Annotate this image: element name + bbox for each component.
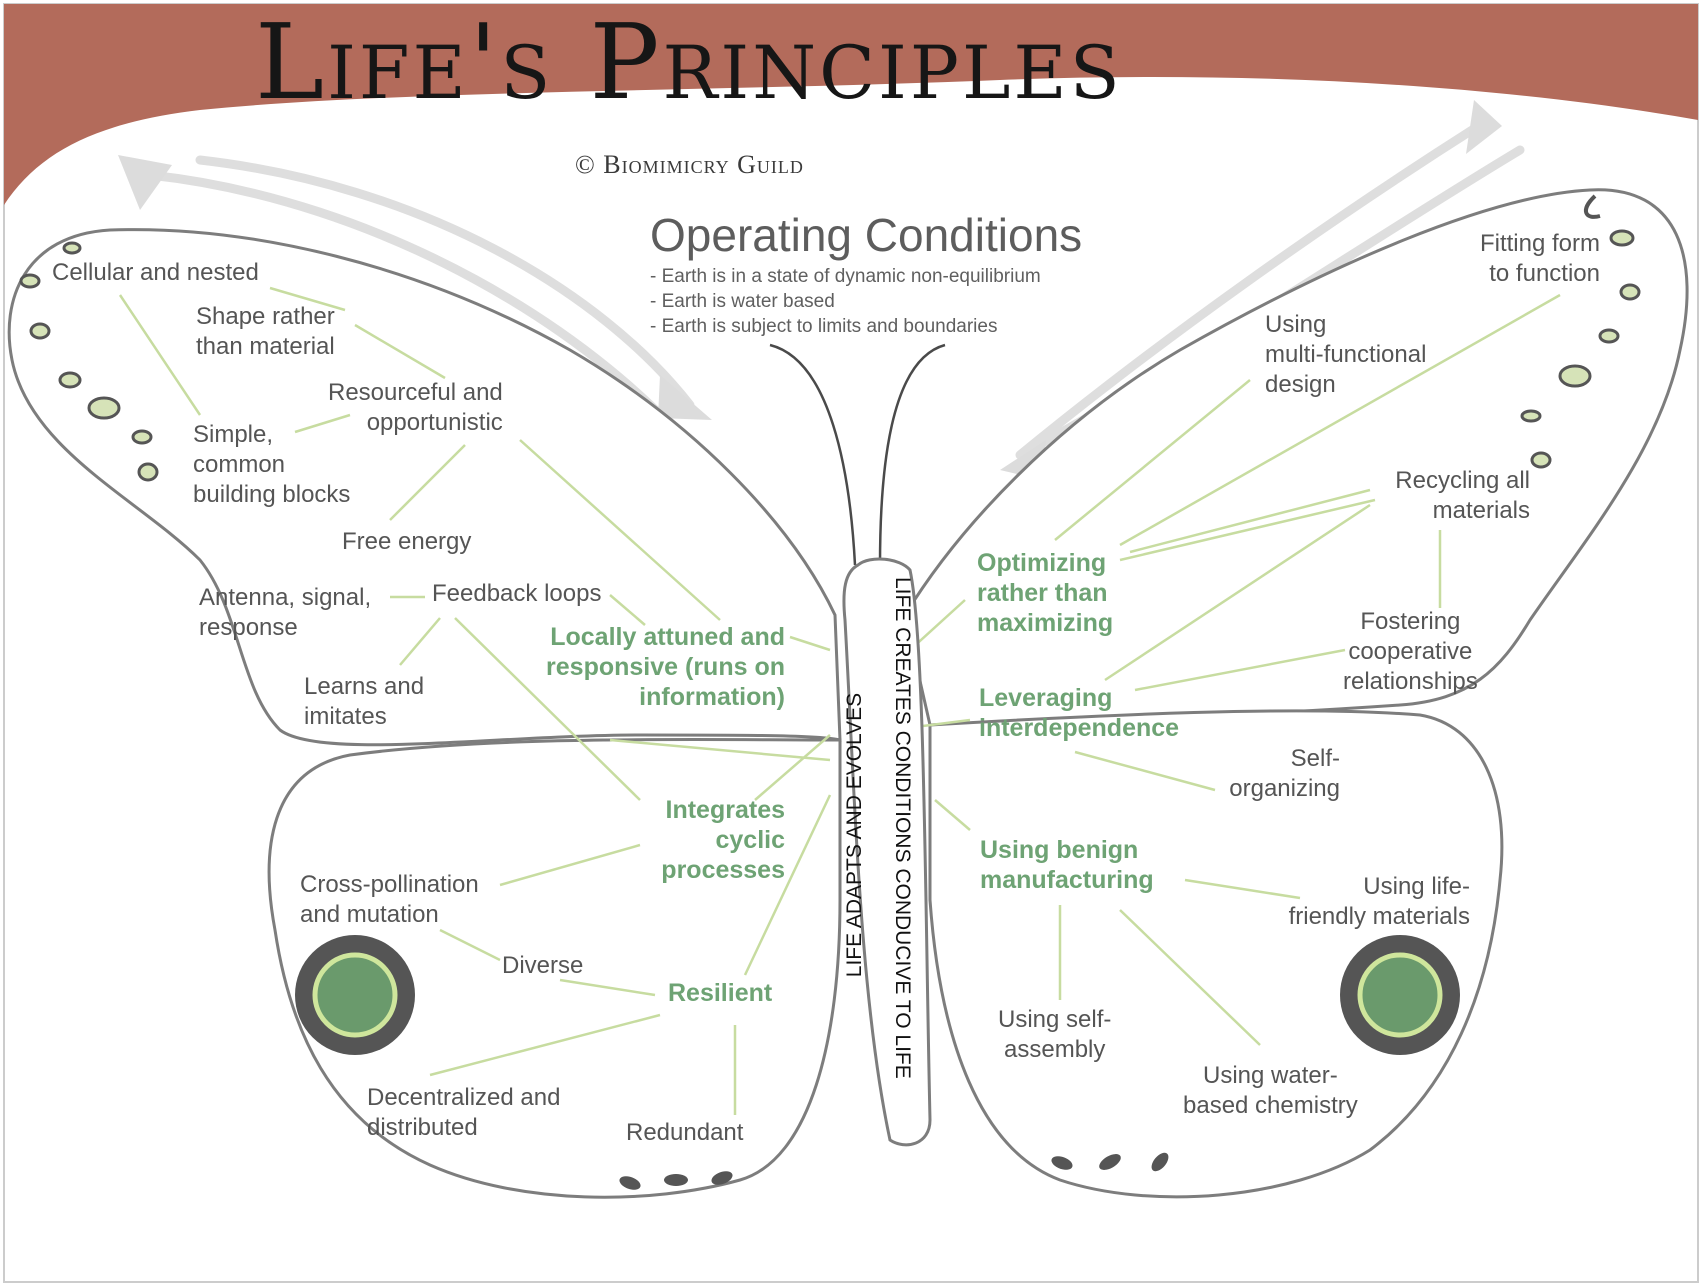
principle-integrates-cyclic-processes: Integrates cyclic processes [661, 796, 785, 884]
label-self-organizing: Self- organizing [1229, 745, 1340, 802]
principle-optimizing: Optimizing rather than maximizing [977, 549, 1114, 637]
butterfly-body [842, 557, 932, 1147]
principle-locally-attuned: Locally attuned and responsive (runs on … [546, 623, 785, 711]
leader-lines [118, 286, 1561, 1115]
arrowhead-upper-left [118, 155, 172, 210]
lower-right-wing [928, 709, 1504, 1199]
operating-conditions-title: Operating Conditions [650, 209, 1083, 261]
operating-condition-item: - Earth is water based [650, 291, 835, 312]
principle-using-benign-manufacturing: Using benign manufacturing [980, 836, 1154, 894]
operating-condition-item: - Earth is subject to limits and boundar… [650, 316, 998, 337]
body-label-right: LIFE CREATES CONDITIONS CONDUCIVE TO LIF… [891, 577, 914, 1079]
antennae [769, 343, 946, 566]
arrow-right-outer [1015, 120, 1485, 460]
antenna-right [878, 343, 946, 566]
right-eyespot [1340, 935, 1460, 1055]
label-using-life-friendly-materials: Using life- friendly materials [1288, 873, 1470, 930]
label-cross-pollination: Cross-pollination and mutation [300, 871, 479, 928]
left-eyespot [295, 935, 415, 1055]
operating-condition-item: - Earth is in a state of dynamic non-equ… [650, 266, 1041, 287]
label-fostering-cooperative-relationships: Fostering cooperative relationships [1343, 608, 1478, 695]
arrowhead-upper-right [1466, 100, 1502, 154]
wing-spots [19, 229, 1641, 482]
upper-right-wing [903, 188, 1689, 727]
label-using-water-based-chemistry: Using water- based chemistry [1183, 1062, 1358, 1119]
label-feedback-loops: Feedback loops [432, 580, 602, 607]
label-fitting-form-to-function: Fitting form to function [1479, 230, 1600, 287]
page-title: Life's Principles [255, 1, 1123, 123]
label-multi-functional-design: Using multi-functional design [1265, 311, 1427, 398]
label-free-energy: Free energy [342, 528, 472, 555]
header-banner [4, 4, 1698, 205]
label-diverse: Diverse [502, 952, 584, 979]
label-antenna-signal-response: Antenna, signal, response [199, 584, 372, 641]
arrow-left-inner [195, 155, 695, 410]
label-cellular-and-nested: Cellular and nested [52, 259, 259, 286]
principle-resilient: Resilient [668, 979, 773, 1007]
label-resourceful-and-opportunistic: Resourceful and opportunistic [328, 379, 503, 436]
antenna-left [769, 343, 857, 566]
hook-spot [1584, 194, 1601, 219]
label-simple-common-building-blocks: Simple, common building blocks [193, 421, 351, 508]
label-recycling-all-materials: Recycling all materials [1395, 467, 1530, 524]
upper-left-wing [7, 228, 842, 747]
credit-line: © Biomimicry Guild [575, 150, 804, 179]
operating-conditions-list: - Earth is in a state of dynamic non-equ… [650, 264, 1041, 339]
principle-leveraging-interdependence: Leveraging interdependence [979, 684, 1180, 742]
lower-left-wing [267, 737, 842, 1199]
label-decentralized-and-distributed: Decentralized and distributed [367, 1084, 561, 1141]
label-learns-and-imitates: Learns and imitates [304, 673, 425, 730]
label-redundant: Redundant [626, 1119, 744, 1146]
title-block: Life's Principles © Biomimicry Guild [0, 0, 1200, 190]
wings [7, 188, 1689, 1199]
body-label-left: LIFE ADAPTS AND EVOLVES [843, 692, 866, 978]
label-using-self-assembly: Using self- assembly [998, 1006, 1112, 1063]
bottom-spots [619, 1152, 1169, 1190]
arrowhead-left-wing [658, 375, 712, 420]
label-shape-rather-than-material: Shape rather than material [196, 303, 335, 360]
